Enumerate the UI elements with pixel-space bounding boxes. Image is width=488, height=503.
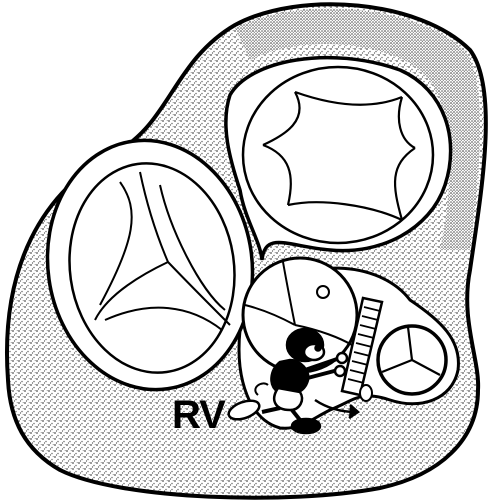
- small-object-icon: [360, 385, 372, 401]
- rv-label: RV: [172, 393, 226, 437]
- coronary-ostium: [317, 286, 329, 298]
- upper-valve-annulus: [243, 67, 433, 243]
